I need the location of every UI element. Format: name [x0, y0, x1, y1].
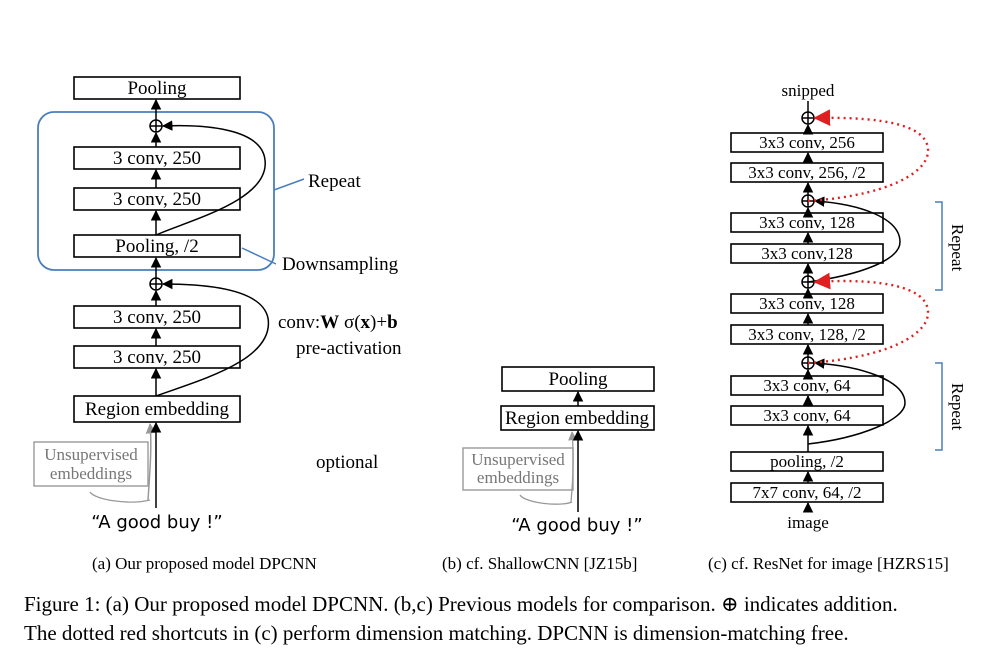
c-image-label: image: [787, 513, 829, 532]
b-input-text: “A good buy !”: [511, 515, 642, 536]
c-repeat-bracket-2: [935, 362, 943, 451]
repeat-pointer: [273, 178, 305, 191]
b-unsup-line2: embeddings: [477, 468, 559, 487]
a-unsup-line1: Unsupervised: [44, 445, 138, 464]
panel-a: Pooling 3 conv, 250 3 conv, 250 Pooling,…: [33, 76, 402, 573]
b-region-embedding-box: [500, 405, 655, 431]
c-conv7-label: 3x3 conv, 64: [763, 376, 851, 395]
a-region-embedding-label: Region embedding: [85, 399, 230, 420]
b-caption: (b) cf. ShallowCNN [JZ15b]: [442, 554, 637, 573]
b-region-embedding-label: Region embedding: [505, 408, 650, 429]
b-pooling-label: Pooling: [548, 369, 608, 390]
figure-caption-line1: Figure 1: (a) Our proposed model DPCNN. …: [24, 592, 898, 616]
b-pooling-box: [501, 366, 655, 392]
a-conv-formula: conv:W σ(x)+b: [278, 312, 398, 333]
a-repeat-label: Repeat: [308, 171, 361, 192]
panel-b: Pooling Region embedding Unsupervised em…: [442, 366, 655, 573]
a-conv-top1-label: 3 conv, 250: [113, 148, 201, 169]
c-conv3-label: 3x3 conv, 128: [759, 213, 855, 232]
figure-caption-line2: The dotted red shortcuts in (c) perform …: [24, 621, 849, 645]
c-conv1-label: 3x3 conv, 256: [759, 133, 855, 152]
a-input-text: “A good buy !”: [91, 512, 222, 533]
a-skip-connection-bottom: [155, 278, 269, 397]
c-caption: (c) cf. ResNet for image [HZRS15]: [708, 554, 949, 573]
c-skip-dotted-2: [807, 272, 930, 365]
a-caption: (a) Our proposed model DPCNN: [92, 554, 317, 573]
a-conv-bot2-label: 3 conv, 250: [113, 347, 201, 368]
b-unsup-box: [462, 447, 574, 491]
a-unsup-arrow: [145, 422, 157, 501]
a-pre-activation-label: pre-activation: [296, 338, 402, 359]
c-conv10-label: 7x7 conv, 64, /2: [753, 483, 862, 502]
a-conv-top2-label: 3 conv, 250: [113, 189, 201, 210]
c-conv5-label: 3x3 conv, 128: [759, 294, 855, 313]
a-downsampling-label: Downsampling: [282, 254, 399, 275]
c-conv8-label: 3x3 conv, 64: [763, 406, 851, 425]
b-unsup-arrow: [568, 431, 578, 503]
c-snipped-label: snipped: [782, 81, 835, 100]
c-skip-solid-1: [807, 196, 901, 283]
a-unsup-box: [33, 441, 149, 487]
a-pooling-half-label: Pooling, /2: [115, 236, 198, 257]
a-region-embedding-box: [73, 395, 241, 423]
c-repeat-bracket-1: [935, 201, 943, 291]
c-conv4-label: 3x3 conv,128: [761, 244, 852, 263]
b-unsup-line1: Unsupervised: [471, 450, 565, 469]
a-conv-bot1-label: 3 conv, 250: [113, 307, 201, 328]
downsampling-pointer: [241, 247, 277, 265]
c-repeat-label-2: Repeat: [948, 383, 967, 430]
c-skip-solid-2: [807, 358, 906, 445]
panel-c: snipped 3x3 conv, 256 3x3 conv, 256, /2 …: [708, 81, 967, 573]
c-conv6-label: 3x3 conv, 128, /2: [748, 325, 865, 344]
a-unsup-line2: embeddings: [50, 464, 132, 483]
a-skip-connection-top: [155, 120, 266, 236]
c-pooling-label: pooling, /2: [770, 452, 844, 471]
c-conv2-label: 3x3 conv, 256, /2: [748, 163, 865, 182]
a-optional-label: optional: [316, 452, 378, 473]
c-repeat-label-1: Repeat: [948, 224, 967, 271]
c-skip-dotted-1: [807, 109, 930, 203]
a-pooling-label: Pooling: [127, 78, 187, 99]
